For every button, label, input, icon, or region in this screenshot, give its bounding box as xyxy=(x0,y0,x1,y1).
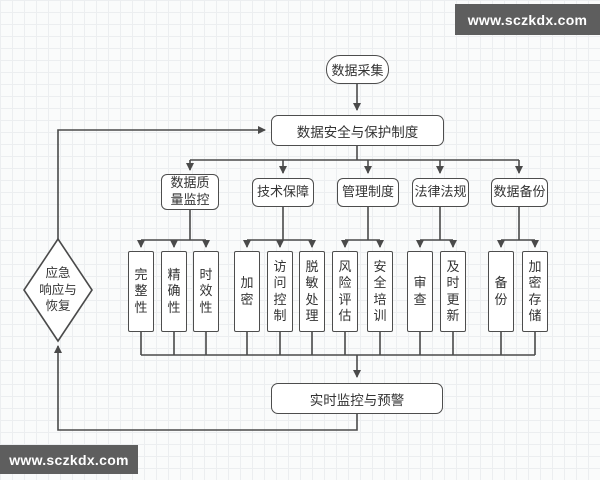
node-leaf-encrypted-storage: 加密存储 xyxy=(522,251,548,332)
node-realtime-monitor: 实时监控与预警 xyxy=(271,383,443,414)
leaf-label: 加密存储 xyxy=(528,259,542,323)
splitter-cat3 xyxy=(345,207,380,241)
watermark-text: www.sczkdx.com xyxy=(467,11,588,28)
splitter-cat4 xyxy=(420,207,453,241)
node-category-data-quality: 数据质 量监控 xyxy=(161,174,219,210)
node-leaf-review: 审查 xyxy=(407,251,433,332)
node-leaf-security-training: 安全培训 xyxy=(367,251,393,332)
node-leaf-integrity: 完整性 xyxy=(128,251,154,332)
splitter-cat5 xyxy=(501,207,535,241)
leaf-label: 时效性 xyxy=(199,267,213,315)
node-leaf-access-control: 访问控制 xyxy=(267,251,293,332)
emergency-diamond-shape xyxy=(23,237,93,343)
node-emergency-response-label: 应急 响应与 恢复 xyxy=(39,265,77,314)
leaf-label: 访问控制 xyxy=(273,259,287,323)
node-realtime-monitor-label: 实时监控与预警 xyxy=(309,392,405,408)
node-leaf-encryption: 加密 xyxy=(234,251,260,332)
feedback-emergency-to-policy xyxy=(57,126,266,239)
splitter-cat2 xyxy=(247,207,312,241)
node-category-management: 管理制度 xyxy=(337,178,399,207)
leaf-label: 脱敏处理 xyxy=(305,259,319,323)
leaf-label: 完整性 xyxy=(134,267,148,315)
node-data-collection: 数据采集 xyxy=(326,55,389,84)
node-leaf-timeliness: 时效性 xyxy=(193,251,219,332)
leaf-label: 审查 xyxy=(413,275,427,307)
leaf-label: 精确性 xyxy=(167,267,181,315)
watermark-bottom-left: www.sczkdx.com xyxy=(0,445,138,474)
node-leaf-timely-update: 及时更新 xyxy=(440,251,466,332)
node-category-tech-support: 技术保障 xyxy=(252,178,314,207)
node-category-backup: 数据备份 xyxy=(491,178,548,207)
node-category-laws: 法律法规 xyxy=(412,178,469,207)
leaf-label: 备份 xyxy=(494,275,508,307)
watermark-top-right: www.sczkdx.com xyxy=(455,4,600,35)
node-leaf-accuracy: 精确性 xyxy=(161,251,187,332)
leaf-label: 风险评估 xyxy=(338,259,352,323)
feedback-monitor-to-emergency xyxy=(54,345,358,431)
leaf-label: 及时更新 xyxy=(446,259,460,323)
node-security-policy: 数据安全与保护制度 xyxy=(271,115,444,146)
watermark-text: www.sczkdx.com xyxy=(9,451,129,468)
node-data-collection-label: 数据采集 xyxy=(331,63,384,78)
leaf-merge-stubs xyxy=(140,332,536,355)
leaf-label: 安全培训 xyxy=(373,259,387,323)
node-leaf-risk-assessment: 风险评估 xyxy=(332,251,358,332)
splitter-cat1 xyxy=(141,210,206,241)
node-leaf-desensitization: 脱敏处理 xyxy=(299,251,325,332)
leaf-label: 加密 xyxy=(240,275,254,307)
node-security-policy-label: 数据安全与保护制度 xyxy=(296,124,419,140)
node-leaf-backup: 备份 xyxy=(488,251,514,332)
